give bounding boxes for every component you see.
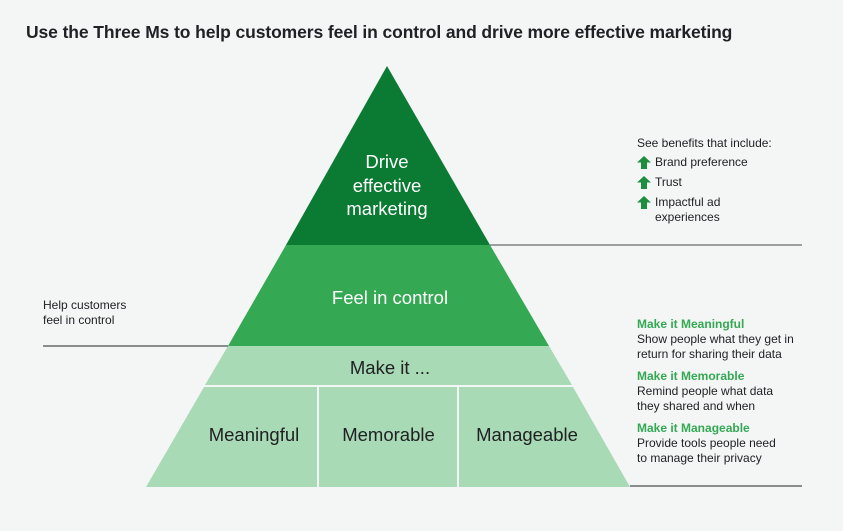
left-note: Help customers feel in control xyxy=(43,298,126,328)
column-label-manageable: Manageable xyxy=(476,424,578,445)
benefit-item: Brand preference xyxy=(637,155,772,170)
benefit-text: Trust xyxy=(655,175,682,190)
benefit-line: Trust xyxy=(655,175,682,189)
three-ms-heading: Make it Memorable xyxy=(637,369,745,383)
three-ms-line: return for sharing their data xyxy=(637,347,782,361)
three-ms-line: Provide tools people need xyxy=(637,436,776,450)
diagram-title: Use the Three Ms to help customers feel … xyxy=(26,22,733,42)
three-ms-line: Show people what they get in xyxy=(637,332,794,346)
three-ms-line: to manage their privacy xyxy=(637,451,762,465)
benefit-text: Impactful ad experiences xyxy=(655,195,720,225)
benefit-item: Impactful ad experiences xyxy=(637,195,772,225)
top-tier-label: Drive effective marketing xyxy=(300,150,474,221)
benefit-item: Trust xyxy=(637,175,772,190)
middle-tier-label: Feel in control xyxy=(331,287,449,308)
pyramid-column-meaningful xyxy=(146,387,317,487)
benefits-heading: See benefits that include: xyxy=(637,136,772,150)
three-ms-item-memorable: Make it Memorable Remind people what dat… xyxy=(637,369,837,414)
three-ms-item-meaningful: Make it Meaningful Show people what they… xyxy=(637,317,837,362)
pyramid-make-it-tier xyxy=(205,346,572,385)
three-ms-list: Make it Meaningful Show people what they… xyxy=(637,317,837,473)
pyramid-top-tier xyxy=(286,66,490,245)
three-ms-line: they shared and when xyxy=(637,399,756,413)
pyramid-column-memorable xyxy=(319,387,457,487)
left-note-line: Help customers xyxy=(43,298,127,312)
arrow-up-icon xyxy=(637,196,651,209)
three-ms-item-manageable: Make it Manageable Provide tools people … xyxy=(637,421,837,466)
column-label-memorable: Memorable xyxy=(342,424,435,445)
pyramid-middle-tier xyxy=(228,245,549,346)
arrow-up-icon xyxy=(637,176,651,189)
three-ms-heading: Make it Manageable xyxy=(637,421,750,435)
benefit-text: Brand preference xyxy=(655,155,748,170)
pyramid-column-manageable xyxy=(459,387,630,487)
left-note-line: feel in control xyxy=(43,313,115,327)
top-tier-line: effective xyxy=(352,174,422,196)
benefit-line: Brand preference xyxy=(655,155,748,169)
three-ms-heading: Make it Meaningful xyxy=(637,317,745,331)
benefit-line: Impactful ad xyxy=(655,195,721,209)
benefit-line: experiences xyxy=(655,210,720,224)
column-label-meaningful: Meaningful xyxy=(208,424,300,445)
top-tier-line: marketing xyxy=(346,198,428,219)
top-tier-line: Drive xyxy=(365,151,409,172)
make-it-label: Make it ... xyxy=(349,357,431,378)
benefits-panel: See benefits that include: Brand prefere… xyxy=(637,136,772,230)
three-ms-line: Remind people what data xyxy=(637,384,774,398)
arrow-up-icon xyxy=(637,156,651,169)
